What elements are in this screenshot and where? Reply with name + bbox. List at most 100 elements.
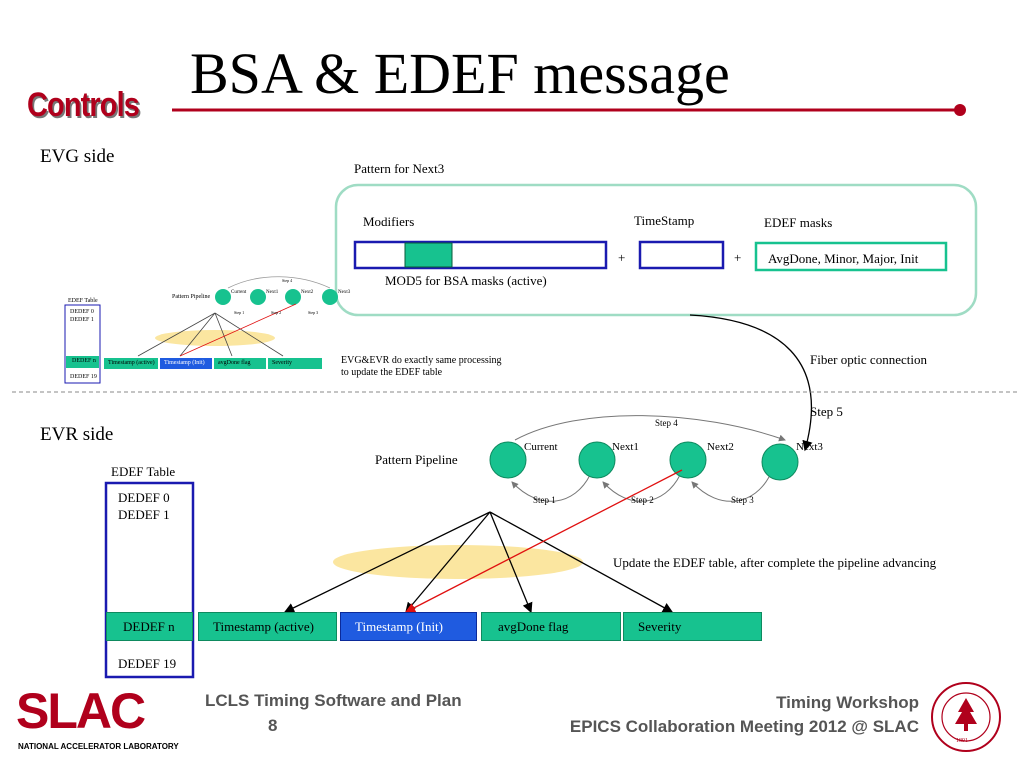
mini-edef-table-label: EDEF Table <box>68 298 98 304</box>
mini-avgdone: avgDone flag <box>218 360 251 366</box>
mini-ts-active: Timestamp (active) <box>108 360 155 366</box>
mini-dedef1: DEDEF 1 <box>70 317 94 323</box>
seal-year: 1891 <box>956 738 968 744</box>
mini-line-2 <box>179 312 216 357</box>
step2-arrow <box>602 474 681 502</box>
red-arrow-next2-to-ts-init <box>404 469 683 613</box>
evg-side-label: EVG side <box>40 146 115 167</box>
arrow-to-avgdone <box>489 511 533 614</box>
step2-label: Step 2 <box>631 495 654 505</box>
mini-ellipse <box>155 330 275 346</box>
mini-line-3 <box>214 312 233 357</box>
mini-step4: Step 4 <box>282 278 293 283</box>
mini-ts-init: Timestamp (Init) <box>164 360 205 366</box>
timestamp-box <box>638 240 725 270</box>
mini-dedef19: DEDEF 19 <box>70 374 97 380</box>
node-current <box>489 441 527 479</box>
avgdone-box: avgDone flag <box>481 612 621 641</box>
mini-line-4 <box>214 312 284 357</box>
footer-right-line2: EPICS Collaboration Meeting 2012 @ SLAC <box>569 717 919 736</box>
pattern-title: Pattern for Next3 <box>354 161 445 176</box>
node-next3-label: Next3 <box>796 441 823 453</box>
mini-next1: Next1 <box>266 290 279 295</box>
node-next3 <box>761 443 799 481</box>
severity-box: Severity <box>623 612 762 641</box>
fiber-optic-curve <box>689 314 813 452</box>
dedefn-row: DEDEF n <box>106 612 193 641</box>
mini-box-ts-init <box>160 358 212 369</box>
step1-arrow <box>511 474 591 502</box>
update-note: Update the EDEF table, after complete th… <box>613 555 937 570</box>
step3-label: Step 3 <box>731 495 754 505</box>
edef-masks-value: AvgDone, Minor, Major, Init <box>768 251 919 266</box>
edef-table-label: EDEF Table <box>111 464 176 479</box>
mini-node-next1 <box>250 289 266 305</box>
plus-sign-2: + <box>734 250 742 265</box>
page-number: 8 <box>268 716 278 735</box>
mod5-segment <box>404 242 453 268</box>
mini-edef-table <box>64 304 101 384</box>
arrow-to-ts-init <box>405 511 491 613</box>
mini-node-next2 <box>285 289 301 305</box>
step1-label: Step 1 <box>533 495 556 505</box>
mini-dedefn: DEDEF n <box>72 358 96 364</box>
slac-logo: SLAC <box>16 683 146 739</box>
footer-left-line1: LCLS Timing Software and Plan <box>205 691 462 710</box>
mini-step2: Step 2 <box>271 310 282 315</box>
mini-step3: Step 3 <box>308 310 319 315</box>
node-next2-label: Next2 <box>707 441 734 453</box>
plus-sign-1: + <box>618 250 626 265</box>
evg-note-line1: EVG&EVR do exactly same processing <box>341 355 502 366</box>
mini-next3: Next3 <box>338 290 351 295</box>
mini-dedef-n <box>66 356 99 368</box>
step4-arrow <box>514 415 786 442</box>
ts-init-box: Timestamp (Init) <box>340 612 477 641</box>
header-rule-dot <box>954 104 966 116</box>
slac-logo-subtitle: NATIONAL ACCELERATOR LABORATORY <box>18 742 179 751</box>
timestamp-label: TimeStamp <box>634 213 695 228</box>
node-current-label: Current <box>524 441 558 453</box>
mini-step1: Step 1 <box>234 310 245 315</box>
mini-severity: Severity <box>272 360 292 366</box>
mini-box-severity <box>268 358 322 369</box>
stanford-seal-icon <box>931 682 1001 752</box>
step4-label: Step 4 <box>655 418 678 428</box>
modifiers-label: Modifiers <box>363 214 415 229</box>
edef-masks-box <box>754 241 948 272</box>
mini-red-line <box>179 303 297 357</box>
mini-step4-arrow <box>227 276 331 289</box>
node-next2 <box>669 441 707 479</box>
mini-box-avgdone <box>214 358 266 369</box>
controls-logo: Controls <box>27 86 140 124</box>
footer-right-line1: Timing Workshop <box>776 693 919 712</box>
evr-side-label: EVR side <box>40 424 114 445</box>
evg-note-line2: to update the EDEF table <box>341 367 443 378</box>
ts-active-box: Timestamp (active) <box>198 612 337 641</box>
arrow-to-severity <box>489 511 674 613</box>
mini-node-current <box>215 289 231 305</box>
dedef19-label: DEDEF 19 <box>118 656 177 671</box>
mini-line-1 <box>137 312 216 357</box>
mini-pattern-pipeline: Pattern Pipeline <box>172 294 211 300</box>
evg-mini-diagram <box>64 276 338 384</box>
mini-node-next3 <box>322 289 338 305</box>
arrow-to-ts-active <box>283 511 491 613</box>
mini-dedef0: DEDEF 0 <box>70 309 94 315</box>
pattern-pipeline-label: Pattern Pipeline <box>375 452 458 467</box>
mini-box-ts-active <box>104 358 158 369</box>
step5-label: Step 5 <box>810 404 843 419</box>
step3-arrow <box>691 474 771 502</box>
fiber-label: Fiber optic connection <box>810 352 927 367</box>
modifiers-box <box>353 240 608 270</box>
mini-current: Current <box>231 290 247 295</box>
mod5-label: MOD5 for BSA masks (active) <box>385 273 547 288</box>
node-next1 <box>578 441 616 479</box>
mini-next2: Next2 <box>301 290 314 295</box>
edef-masks-label: EDEF masks <box>764 215 833 230</box>
edef-table-box <box>104 481 195 679</box>
page-title: BSA & EDEF message <box>190 41 730 106</box>
dedef0-label: DEDEF 0 <box>118 490 170 505</box>
node-next1-label: Next1 <box>612 441 639 453</box>
dedef1-label: DEDEF 1 <box>118 507 170 522</box>
